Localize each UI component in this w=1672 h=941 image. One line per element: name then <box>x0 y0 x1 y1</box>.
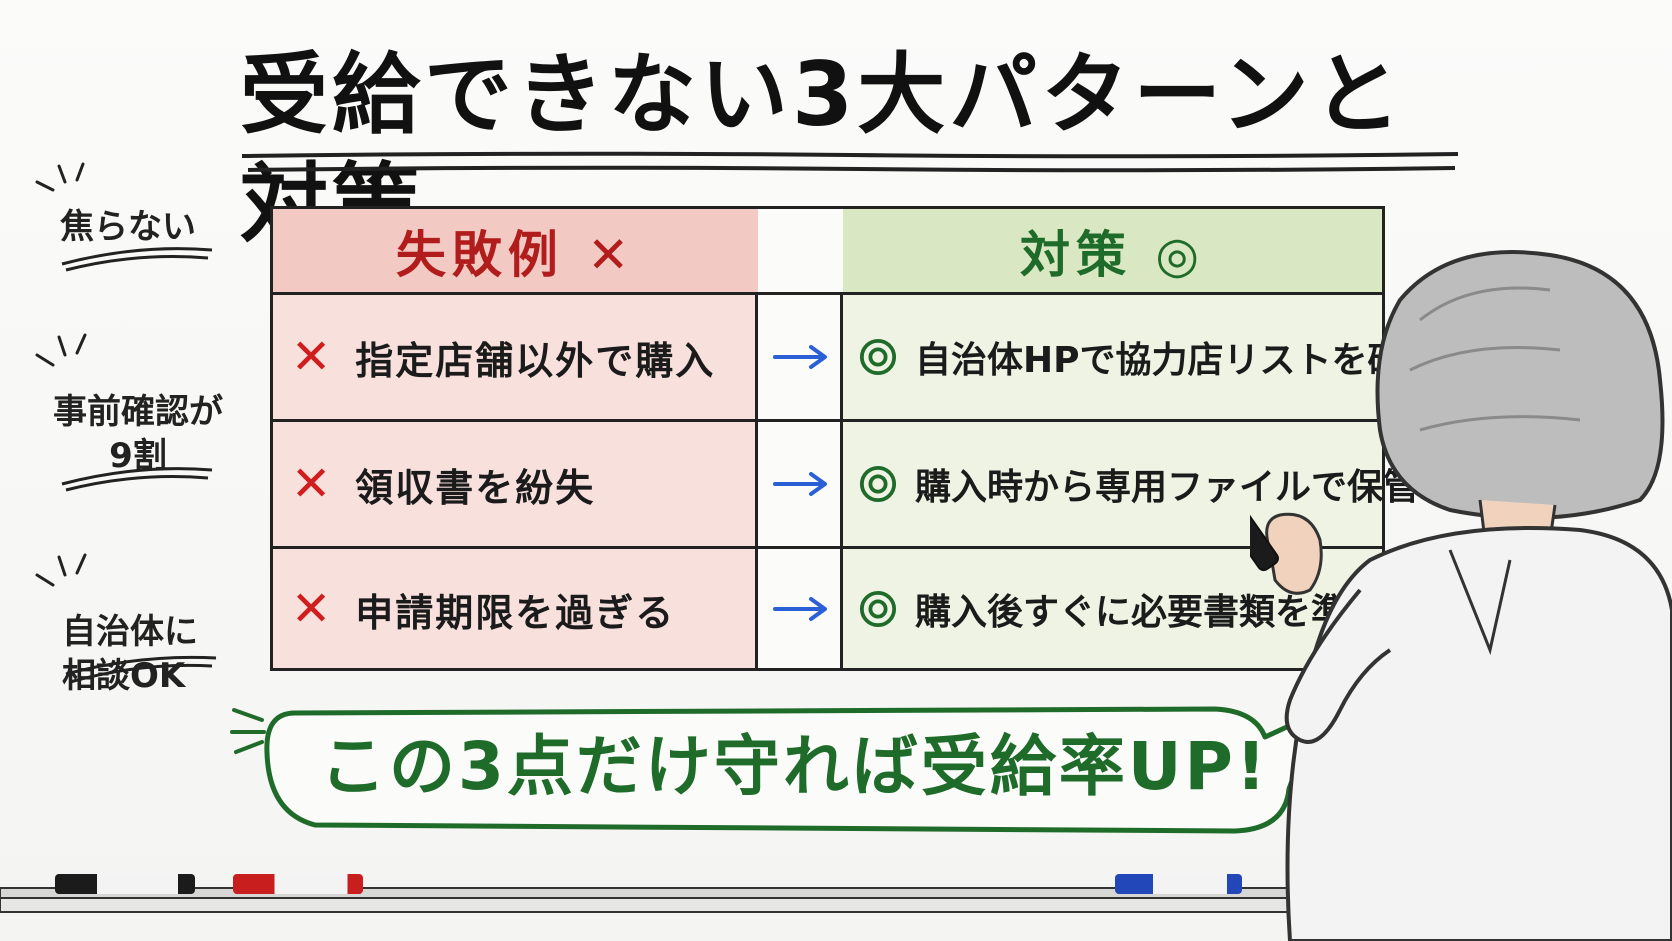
cross-icon: ✕ <box>291 329 334 385</box>
bubble-message: この3点だけ守れば受給率UP! <box>320 728 1269 805</box>
arrow-right-icon <box>772 472 827 496</box>
cross-icon: ✕ <box>291 456 334 512</box>
fix-cell: 購入後すぐに必要書類を準備 <box>843 547 1384 671</box>
fail-text: 指定店舗以外で購入 <box>355 338 716 383</box>
comparison-table: 失敗例 ✕ 対策 ◎ ✕ 指定店舗以外で購入 自治体HPで協力店リストを確認 ✕… <box>270 206 1440 671</box>
title-underline <box>241 151 1459 173</box>
black-marker-icon[interactable] <box>55 874 195 894</box>
fail-text: 申請期限を過ぎる <box>355 590 676 635</box>
fail-cell: ✕ 申請期限を過ぎる <box>273 547 758 671</box>
blue-marker-icon[interactable] <box>1115 874 1242 894</box>
arrow-cell <box>758 295 843 419</box>
fail-cell: ✕ 指定店舗以外で購入 <box>273 295 758 419</box>
header-fail: 失敗例 ✕ <box>273 209 758 295</box>
fix-cell: 自治体HPで協力店リストを確認 <box>843 295 1440 419</box>
fail-text: 領収書を紛失 <box>355 465 596 510</box>
side-note-underline <box>65 655 217 684</box>
speech-bubble <box>264 706 1320 834</box>
side-note-underline <box>61 467 213 492</box>
header-arrow-blank <box>758 209 843 295</box>
page-title: 受給できない3大パターンと対策 <box>240 43 1405 256</box>
fix-text: 自治体HPで協力店リストを確認 <box>915 340 1440 381</box>
burst-lines-icon <box>35 553 87 587</box>
header-fix: 対策 ◎ <box>843 209 1382 295</box>
row-divider <box>273 546 1382 549</box>
fix-cell: 購入時から専用ファイルで保管 <box>843 422 1419 546</box>
double-circle-icon <box>859 465 897 503</box>
side-note-consult: 自治体に 相談OK <box>62 612 198 696</box>
burst-lines-icon <box>230 708 266 754</box>
double-circle-icon <box>859 590 897 628</box>
arrow-cell <box>758 547 843 671</box>
red-marker-icon[interactable] <box>233 874 363 894</box>
teacher-illustration <box>1250 250 1672 941</box>
table-row: ✕ 領収書を紛失 購入時から専用ファイルで保管 <box>273 422 1419 546</box>
side-note-precheck: 事前確認が 9割 <box>53 392 223 476</box>
fix-text: 購入時から専用ファイルで保管 <box>915 467 1420 508</box>
side-note-underline <box>61 247 213 272</box>
arrow-right-icon <box>772 597 827 621</box>
cross-icon: ✕ <box>291 581 334 637</box>
marker-tray <box>0 887 1420 913</box>
burst-lines-icon <box>35 333 87 367</box>
arrow-cell <box>758 422 843 546</box>
row-divider <box>273 419 1382 422</box>
fail-cell: ✕ 領収書を紛失 <box>273 422 758 546</box>
table-row: ✕ 申請期限を過ぎる 購入後すぐに必要書類を準備 <box>273 547 1384 671</box>
burst-lines-icon <box>35 162 85 192</box>
table-row: ✕ 指定店舗以外で購入 自治体HPで協力店リストを確認 <box>273 295 1440 419</box>
side-note-calm: 焦らない <box>60 207 196 247</box>
fix-text: 購入後すぐに必要書類を準備 <box>915 592 1384 633</box>
double-circle-icon <box>859 338 897 376</box>
arrow-right-icon <box>772 345 827 369</box>
